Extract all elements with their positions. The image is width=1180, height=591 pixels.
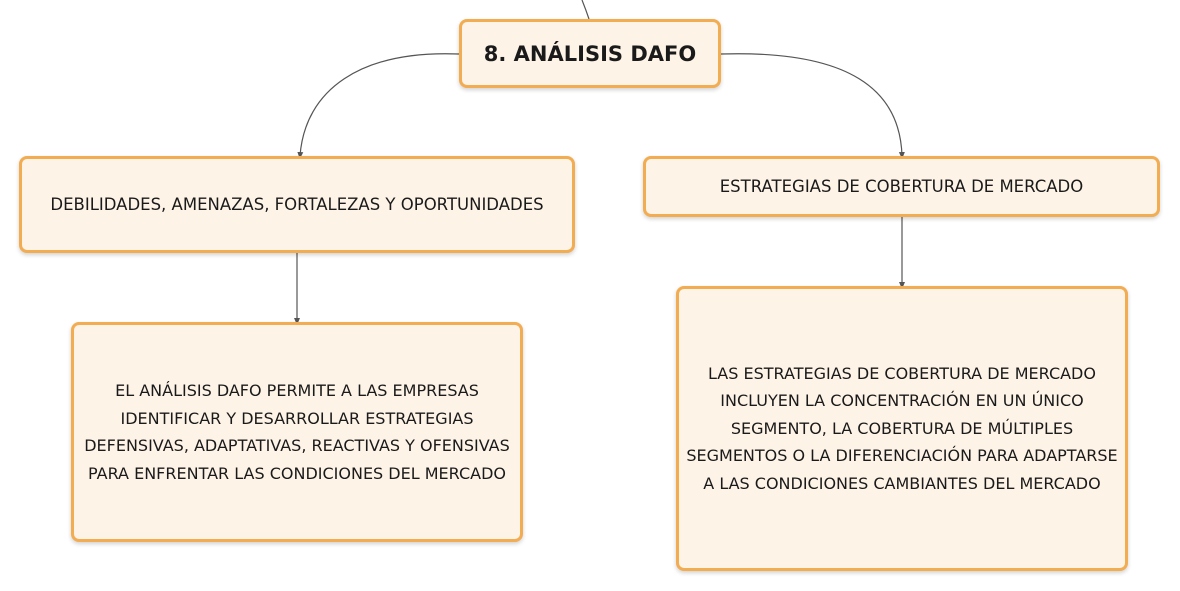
root-node-label: 8. ANÁLISIS DAFO xyxy=(483,41,697,66)
connector-root-to-left-branch xyxy=(297,53,460,159)
detail-node-market-coverage-text: LAS ESTRATEGIAS DE COBERTURA DE MERCADO … xyxy=(686,363,1118,493)
branch-node-market-coverage-label: ESTRATEGIAS DE COBERTURA DE MERCADO xyxy=(719,177,1084,196)
detail-node-market-coverage[interactable]: LAS ESTRATEGIAS DE COBERTURA DE MERCADO … xyxy=(676,286,1128,571)
branch-node-market-coverage[interactable]: ESTRATEGIAS DE COBERTURA DE MERCADO xyxy=(643,156,1160,217)
detail-node-dafo[interactable]: EL ANÁLISIS DAFO PERMITE A LAS EMPRESAS … xyxy=(71,322,523,542)
connector-root-to-right-branch xyxy=(720,53,905,159)
branch-node-dafo[interactable]: DEBILIDADES, AMENAZAS, FORTALEZAS Y OPOR… xyxy=(19,156,575,253)
detail-node-dafo-text: EL ANÁLISIS DAFO PERMITE A LAS EMPRESAS … xyxy=(84,381,510,483)
branch-node-dafo-label: DEBILIDADES, AMENAZAS, FORTALEZAS Y OPOR… xyxy=(50,195,544,214)
root-node[interactable]: 8. ANÁLISIS DAFO xyxy=(459,19,721,88)
connector-incoming xyxy=(581,0,590,20)
